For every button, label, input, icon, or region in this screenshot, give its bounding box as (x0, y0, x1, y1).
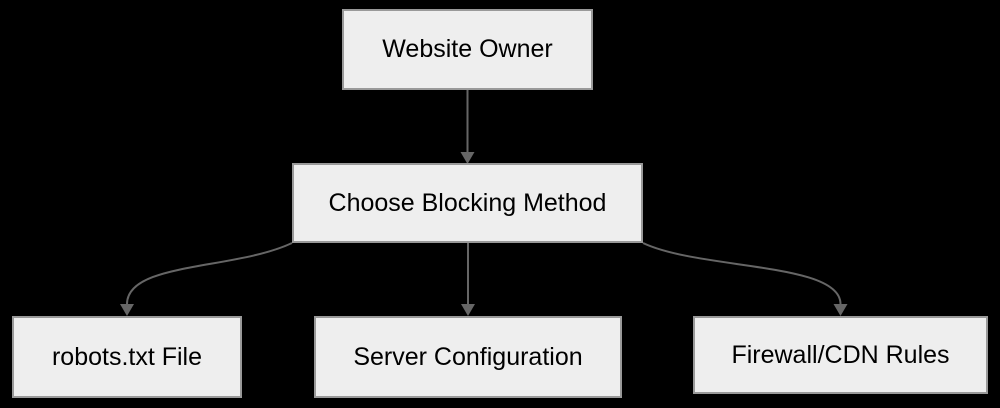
node-firewall-cdn-rules-label: Firewall/CDN Rules (731, 340, 950, 369)
arrowhead-choose-to-robots (120, 304, 134, 316)
arrowhead-owner-to-choose (460, 152, 475, 164)
arrowhead-choose-to-server (461, 304, 475, 316)
arrowhead-choose-to-firewall (833, 304, 848, 316)
node-robots-txt-file: robots.txt File (12, 316, 242, 398)
node-server-configuration-label: Server Configuration (353, 342, 583, 371)
node-robots-txt-file-label: robots.txt File (51, 342, 203, 371)
node-choose-blocking-method-label: Choose Blocking Method (328, 188, 607, 217)
edge-choose-to-firewall (642, 242, 842, 305)
node-firewall-cdn-rules: Firewall/CDN Rules (693, 316, 988, 394)
edge-choose-to-robots (126, 242, 293, 305)
node-website-owner-label: Website Owner (382, 35, 553, 63)
node-server-configuration: Server Configuration (314, 316, 622, 398)
node-choose-blocking-method: Choose Blocking Method (292, 163, 643, 243)
node-website-owner: Website Owner (342, 9, 593, 90)
